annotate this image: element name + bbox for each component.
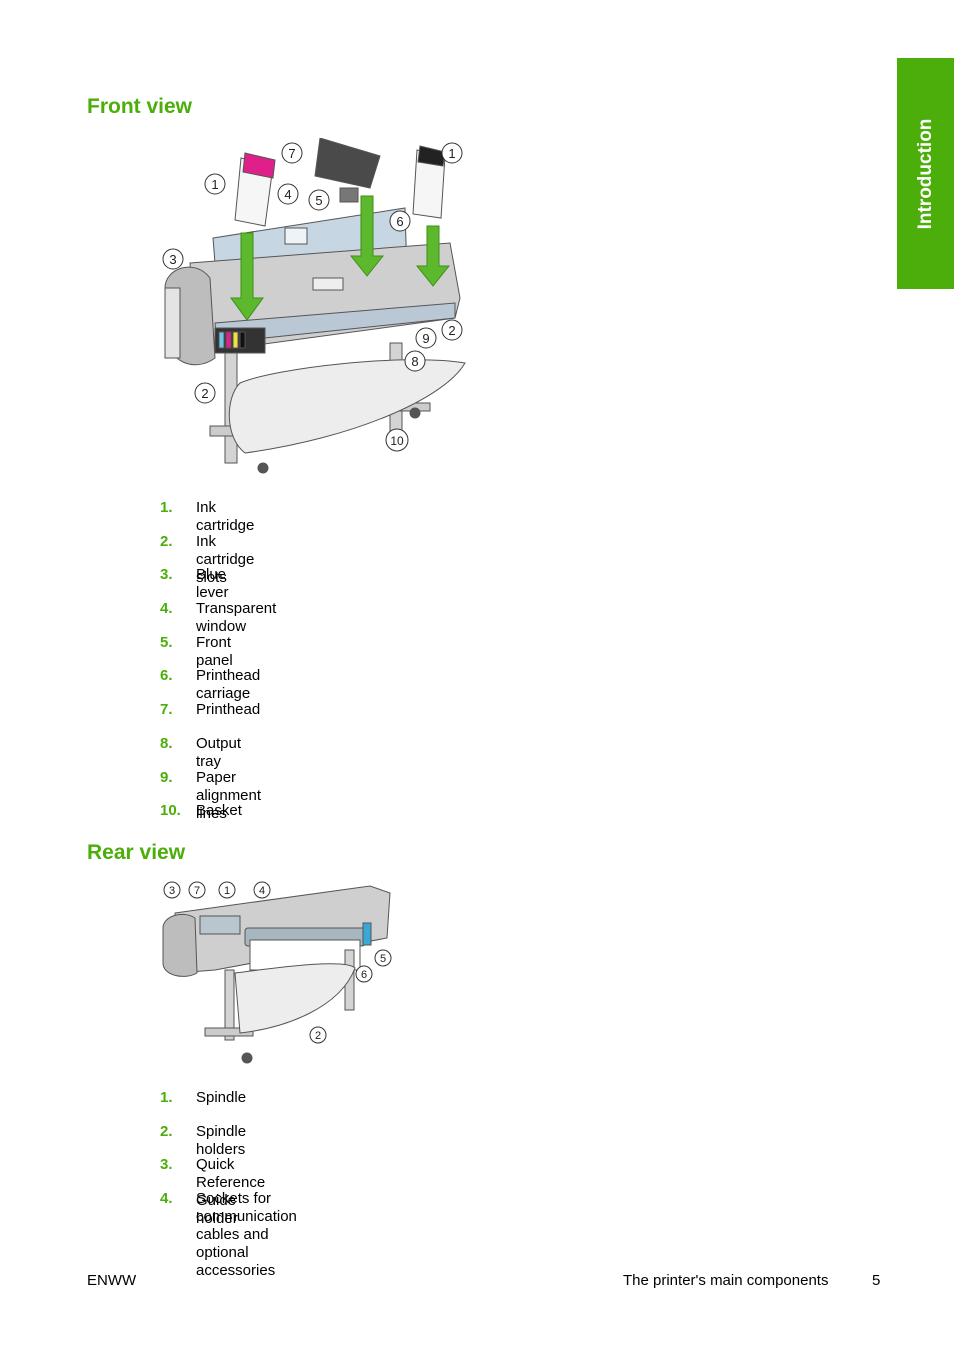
front-view-heading: Front view xyxy=(87,95,193,118)
front-callout: 9 xyxy=(422,331,429,346)
item-number: 1. xyxy=(160,1089,173,1106)
item-text: Paper alignment lines xyxy=(196,768,262,822)
front-view-illustration: 7 1 1 4 5 6 3 9 2 8 2 10 xyxy=(162,138,466,474)
item-number: 5. xyxy=(160,633,173,651)
footer-left: ENWW xyxy=(87,1272,137,1289)
front-callout: 2 xyxy=(448,323,455,338)
front-callout: 8 xyxy=(411,354,418,369)
front-callout: 6 xyxy=(396,214,403,229)
item-text: Ink cartridge xyxy=(196,499,255,534)
item-number: 10. xyxy=(160,802,181,820)
chapter-tab: Introduction xyxy=(897,58,954,289)
front-callout: 1 xyxy=(448,146,455,161)
item-number: 2. xyxy=(160,532,173,550)
rear-callout: 7 xyxy=(194,885,200,897)
rear-callout: 1 xyxy=(224,885,230,897)
item-text: Printhead xyxy=(196,701,261,719)
item-number: 4. xyxy=(160,1190,173,1208)
rear-view-heading: Rear view xyxy=(87,841,186,864)
page-number: 5 xyxy=(872,1272,881,1289)
rear-view-illustration: 3 7 1 4 5 6 2 xyxy=(162,881,392,1064)
item-text: Front panel xyxy=(196,633,233,669)
front-callout: 1 xyxy=(211,177,218,192)
item-number: 3. xyxy=(160,1156,173,1174)
item-number: 4. xyxy=(160,600,173,618)
item-text: Ink cartridge slots xyxy=(196,532,255,586)
item-number: 2. xyxy=(160,1122,173,1140)
front-callout: 4 xyxy=(284,187,291,202)
rear-callout: 3 xyxy=(169,885,175,897)
item-text: Spindle holders xyxy=(196,1122,247,1158)
item-text: Quick Reference Guide holder xyxy=(196,1156,266,1228)
item-text: Output tray xyxy=(196,734,242,770)
item-number: 9. xyxy=(160,768,173,786)
front-callout: 5 xyxy=(315,193,322,208)
item-text: Spindle xyxy=(196,1089,247,1106)
rear-callout: 6 xyxy=(361,969,367,981)
item-number: 7. xyxy=(160,701,173,719)
item-text: Basket xyxy=(196,802,242,820)
item-number: 8. xyxy=(160,734,173,752)
item-number: 3. xyxy=(160,566,173,584)
rear-callout: 4 xyxy=(259,885,265,897)
rear-callout: 2 xyxy=(315,1030,321,1042)
item-text: Transparent window xyxy=(196,600,277,636)
item-text: Blue lever xyxy=(196,566,229,602)
front-callout: 7 xyxy=(288,146,295,161)
item-number: 1. xyxy=(160,499,173,516)
footer-section-title: The printer's main components xyxy=(623,1272,829,1289)
front-callout: 3 xyxy=(169,252,176,267)
front-callout: 2 xyxy=(201,386,208,401)
item-text: Printhead carriage xyxy=(196,667,261,703)
front-callout: 10 xyxy=(390,434,404,448)
rear-callout: 5 xyxy=(380,953,386,965)
item-number: 6. xyxy=(160,667,173,685)
item-text: Sockets for communication cables and opt… xyxy=(196,1190,297,1280)
chapter-tab-label: Introduction xyxy=(914,118,936,229)
